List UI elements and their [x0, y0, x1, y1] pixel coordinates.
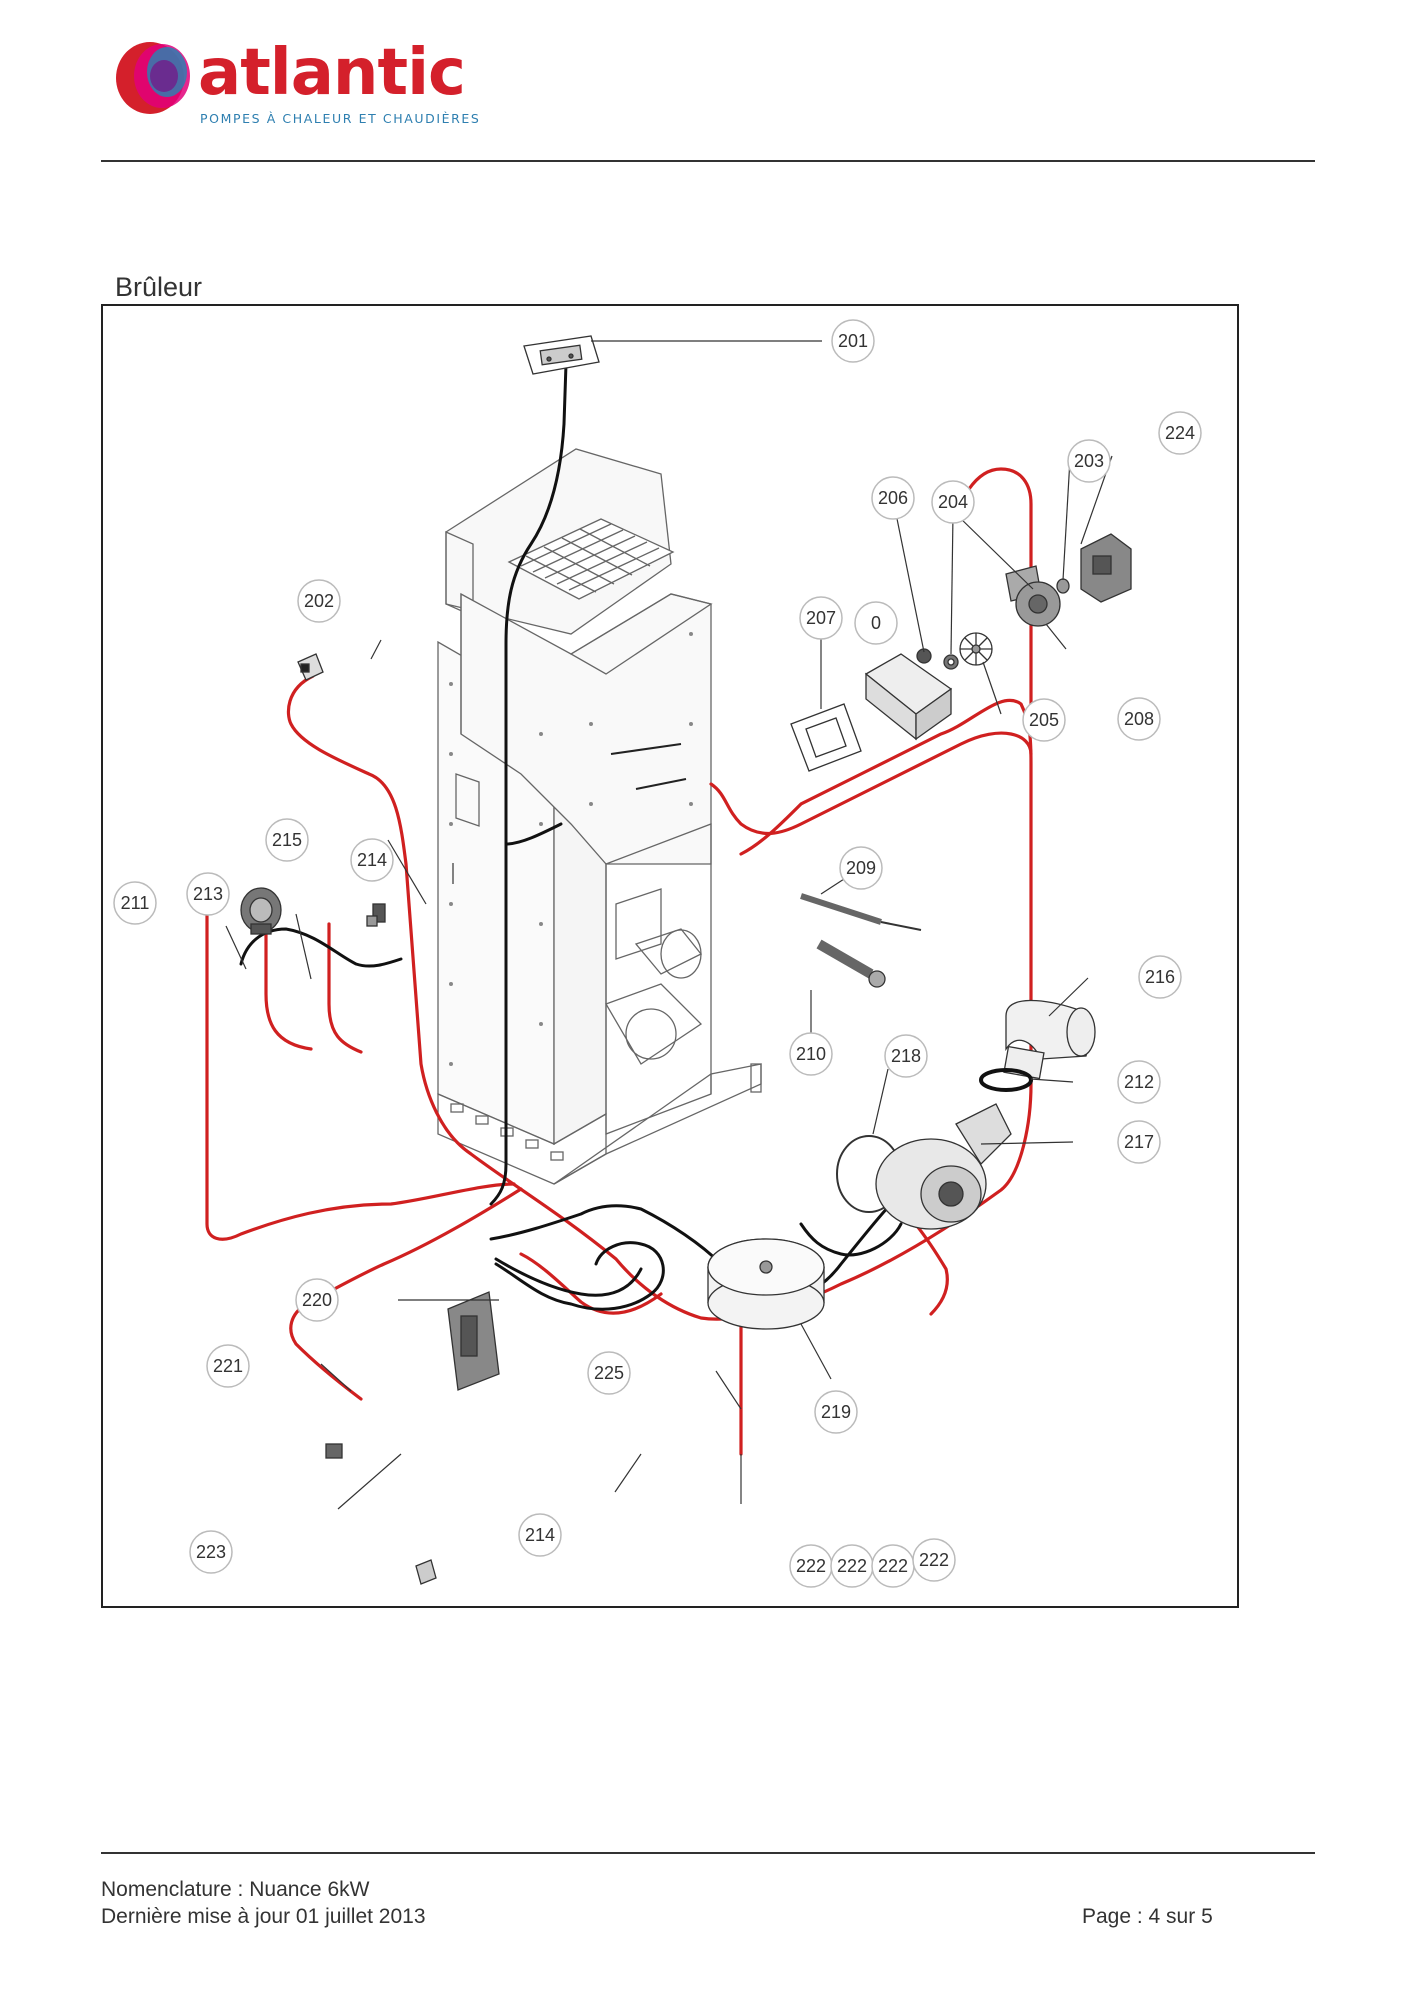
callout-label: 211 — [121, 893, 150, 913]
callout-210: 210 — [789, 1032, 833, 1076]
callout-217: 217 — [1117, 1120, 1161, 1164]
header-divider — [101, 160, 1315, 162]
callout-220: 220 — [295, 1278, 339, 1322]
bearing-part-204 — [943, 654, 959, 670]
elbow-pipe-part — [1003, 999, 1096, 1080]
brand-tagline: POMPES À CHALEUR ET CHAUDIÈRES — [200, 111, 481, 126]
parts — [190, 335, 1132, 1585]
callout-222: 222 — [789, 1544, 833, 1588]
callout-label: 214 — [357, 850, 387, 870]
sensor-part-202 — [297, 653, 324, 681]
callout-214: 214 — [518, 1513, 562, 1557]
callout-label: 216 — [1145, 967, 1175, 987]
callout-label: 220 — [302, 1290, 332, 1310]
callout-label: 218 — [891, 1046, 921, 1066]
callout-label: 221 — [213, 1356, 243, 1376]
footer-divider — [101, 1852, 1315, 1854]
callout-207: 207 — [799, 596, 843, 640]
callout-label: 204 — [938, 492, 968, 512]
footer-page-number: Page : 4 sur 5 — [1082, 1905, 1213, 1928]
leader-lines — [225, 340, 1113, 1510]
gear-motor-part — [1080, 533, 1132, 603]
callout-label: 215 — [272, 830, 302, 850]
gasket-plate-part — [790, 703, 862, 772]
footer-update-date: Dernière mise à jour 01 juillet 2013 — [101, 1905, 426, 1928]
brand-wordmark: atlantic — [198, 36, 466, 110]
footer-nomenclature: Nomenclature : Nuance 6kW — [101, 1878, 370, 1901]
callout-0: 0 — [854, 601, 898, 645]
callout-213: 213 — [186, 872, 230, 916]
callout-label: 222 — [919, 1550, 949, 1570]
callout-label: 209 — [846, 858, 876, 878]
callout-205: 205 — [1022, 698, 1066, 742]
callout-label: 206 — [878, 488, 908, 508]
atlantic-logo — [116, 42, 190, 114]
callout-209: 209 — [839, 846, 883, 890]
callout-215: 215 — [265, 818, 309, 862]
callout-201: 201 — [831, 319, 875, 363]
diagram-frame — [101, 304, 1239, 1608]
callout-224: 224 — [1158, 411, 1202, 455]
callout-label: 224 — [1165, 423, 1195, 443]
callout-208: 208 — [1117, 697, 1161, 741]
callout-label: 222 — [837, 1556, 867, 1576]
callout-206: 206 — [871, 476, 915, 520]
callout-212: 212 — [1117, 1060, 1161, 1104]
callout-214: 214 — [350, 838, 394, 882]
seal-ring-part — [979, 1068, 1033, 1092]
ash-pan-part — [707, 1238, 825, 1330]
callout-221: 221 — [206, 1344, 250, 1388]
callout-225: 225 — [587, 1351, 631, 1395]
callout-202: 202 — [297, 579, 341, 623]
callout-label: 214 — [525, 1525, 555, 1545]
callout-markers: 201 224 203 206 204 202 207 0 208 205 215 214 209 211… — [113, 319, 1202, 1588]
callout-label: 202 — [304, 591, 334, 611]
power-plug-part — [415, 1559, 437, 1585]
connector-part-221 — [325, 1443, 343, 1459]
callout-216: 216 — [1138, 955, 1182, 999]
section-title: Brûleur — [115, 272, 203, 302]
callout-label: 210 — [796, 1044, 826, 1064]
pressure-switch-part — [240, 887, 282, 935]
callout-204: 204 — [931, 480, 975, 524]
callout-label: 222 — [796, 1556, 826, 1576]
callout-label: 201 — [838, 331, 868, 351]
impeller-part-205 — [959, 632, 993, 666]
callout-label: 0 — [871, 613, 881, 633]
exploded-parts-diagram: 201 224 203 206 204 202 207 0 208 205 215 214 209 211… — [113, 319, 1202, 1588]
callout-203: 203 — [1067, 439, 1111, 483]
callout-222: 222 — [871, 1544, 915, 1588]
control-display-part — [523, 335, 600, 375]
washer-part-203 — [1056, 578, 1070, 594]
callout-label: 225 — [594, 1363, 624, 1383]
callout-219: 219 — [814, 1390, 858, 1434]
callout-label: 217 — [1124, 1132, 1154, 1152]
callout-218: 218 — [884, 1034, 928, 1078]
blower-fan-part — [875, 1103, 1012, 1230]
control-board-part — [447, 1291, 500, 1391]
igniter-part — [800, 893, 922, 931]
tube-part-210 — [816, 939, 886, 988]
callout-label: 205 — [1029, 710, 1059, 730]
callout-label: 213 — [193, 884, 223, 904]
callout-222: 222 — [912, 1538, 956, 1582]
callout-label: 222 — [878, 1556, 908, 1576]
callout-label: 208 — [1124, 709, 1154, 729]
boiler-cabinet-drawing — [437, 448, 762, 1185]
auger-housing-part — [864, 653, 953, 741]
motor-flange-part — [1005, 565, 1061, 627]
callout-label: 212 — [1124, 1072, 1154, 1092]
callout-211: 211 — [113, 881, 157, 925]
callout-label: 219 — [821, 1402, 851, 1422]
callout-222: 222 — [830, 1544, 874, 1588]
callout-label: 207 — [806, 608, 836, 628]
callout-223: 223 — [189, 1530, 233, 1574]
switch-part-215 — [366, 903, 386, 927]
callout-label: 223 — [196, 1542, 226, 1562]
callout-label: 203 — [1074, 451, 1104, 471]
